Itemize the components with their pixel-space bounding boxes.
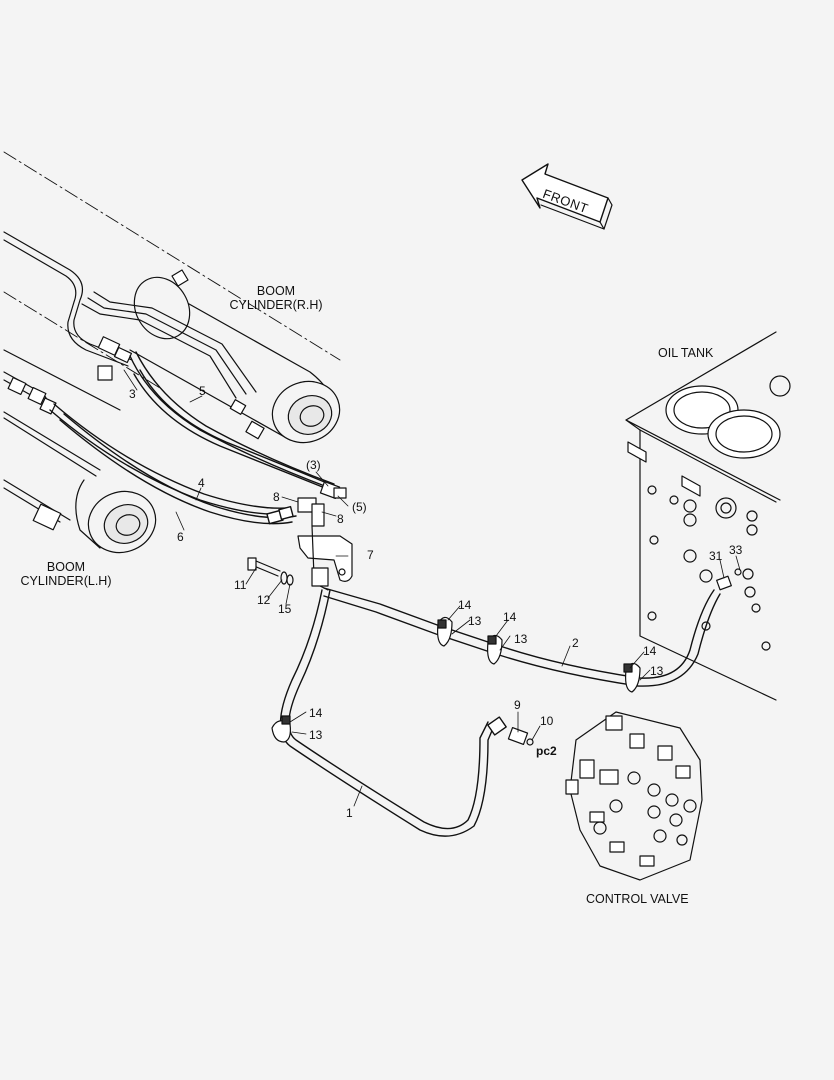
hose-2: [323, 587, 721, 687]
callout-15: 15: [278, 602, 292, 616]
callout-13-a: 13: [468, 614, 482, 628]
hoses-4-6: [49, 403, 297, 525]
fittings-9-10: [507, 727, 534, 746]
callout-12: 12: [257, 593, 271, 607]
front-arrow-icon: [521, 163, 613, 230]
callout-31: 31: [709, 549, 723, 563]
boom-cylinder-lh-label: BOOM CYLINDER(L.H): [20, 560, 112, 588]
control-valve-label: CONTROL VALVE: [586, 892, 689, 906]
callout-4: 4: [198, 476, 205, 490]
hose-1: [279, 589, 507, 837]
bolt-washers-drawing: [247, 557, 294, 586]
callout-7: 7: [367, 548, 374, 562]
callout-14-c: 14: [643, 644, 657, 658]
callout-8-top: 8: [273, 490, 280, 504]
callout-14-a: 14: [458, 598, 472, 612]
callout-33: 33: [729, 543, 743, 557]
callout-3-ref: (3): [306, 458, 321, 472]
callout-14-d: 14: [309, 706, 323, 720]
callout-2: 2: [572, 636, 579, 650]
callout-14-b: 14: [503, 610, 517, 624]
boom-cylinder-rh-drawing: [3, 151, 341, 444]
callout-9: 9: [514, 698, 521, 712]
oil-tank-drawing: [625, 331, 791, 701]
callout-3: 3: [129, 387, 136, 401]
control-valve-drawing: [565, 711, 703, 881]
callout-13-c: 13: [650, 664, 664, 678]
leader-lines: [123, 369, 741, 807]
hoses-3-5: [129, 351, 345, 495]
callout-13-b: 13: [514, 632, 528, 646]
clamps-drawing: [271, 616, 641, 743]
callout-11: 11: [234, 578, 247, 592]
boom-cylinder-rh-label: BOOM CYLINDER(R.H): [229, 284, 323, 312]
callout-13-d: 13: [309, 728, 323, 742]
callout-10: 10: [540, 714, 554, 728]
callout-1: 1: [346, 806, 353, 820]
junction-block-drawing: [297, 481, 353, 591]
callout-5: 5: [199, 384, 206, 398]
oil-tank-label: OIL TANK: [658, 346, 714, 360]
callout-6: 6: [177, 530, 184, 544]
boom-cylinder-lh-drawing: [3, 291, 161, 554]
callout-5-ref: (5): [352, 500, 367, 514]
port-pc2-label: pc2: [536, 744, 557, 758]
callout-8-bottom: 8: [337, 512, 344, 526]
